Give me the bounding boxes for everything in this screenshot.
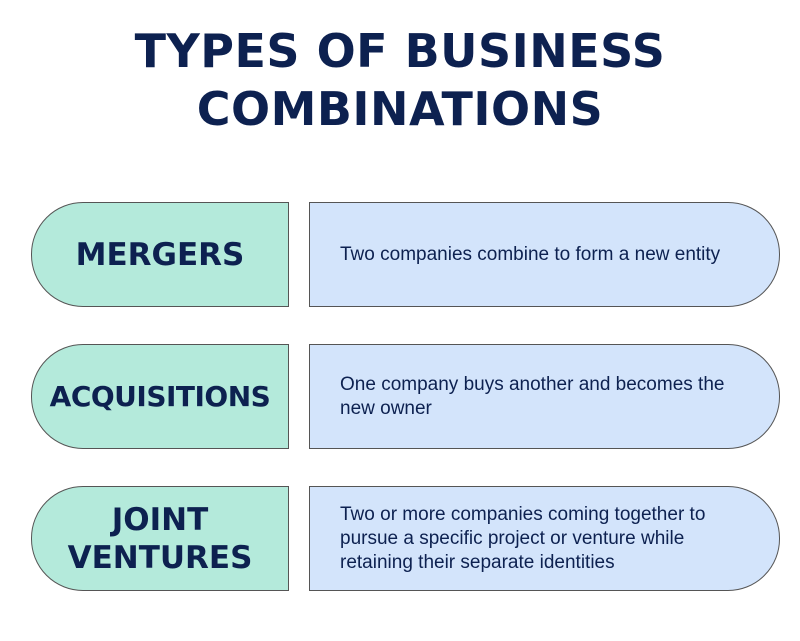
label-mergers: MERGERS: [75, 236, 245, 273]
row-acquisitions: ACQUISITIONS One company buys another an…: [0, 344, 800, 449]
page-title: TYPES OF BUSINESS COMBINATIONS: [0, 22, 800, 138]
label-box-acquisitions: ACQUISITIONS: [31, 344, 289, 449]
row-joint-ventures: JOINT VENTURES Two or more companies com…: [0, 486, 800, 591]
label-joint-ventures-line-2: VENTURES: [67, 539, 253, 576]
title-line-2: COMBINATIONS: [196, 82, 604, 136]
label-box-joint-ventures: JOINT VENTURES: [31, 486, 289, 591]
label-joint-ventures: JOINT VENTURES: [68, 501, 253, 577]
description-box-joint-ventures: Two or more companies coming together to…: [309, 486, 780, 591]
description-box-acquisitions: One company buys another and becomes the…: [309, 344, 780, 449]
description-mergers: Two companies combine to form a new enti…: [340, 243, 721, 265]
description-box-mergers: Two companies combine to form a new enti…: [309, 202, 780, 307]
description-joint-ventures: Two or more companies coming together to…: [340, 503, 706, 573]
label-acquisitions: ACQUISITIONS: [49, 379, 271, 413]
row-mergers: MERGERS Two companies combine to form a …: [0, 202, 800, 307]
description-acquisitions: One company buys another and becomes the…: [340, 373, 725, 419]
title-line-1: TYPES OF BUSINESS: [134, 24, 666, 78]
label-box-mergers: MERGERS: [31, 202, 289, 307]
label-joint-ventures-line-1: JOINT: [111, 501, 209, 538]
